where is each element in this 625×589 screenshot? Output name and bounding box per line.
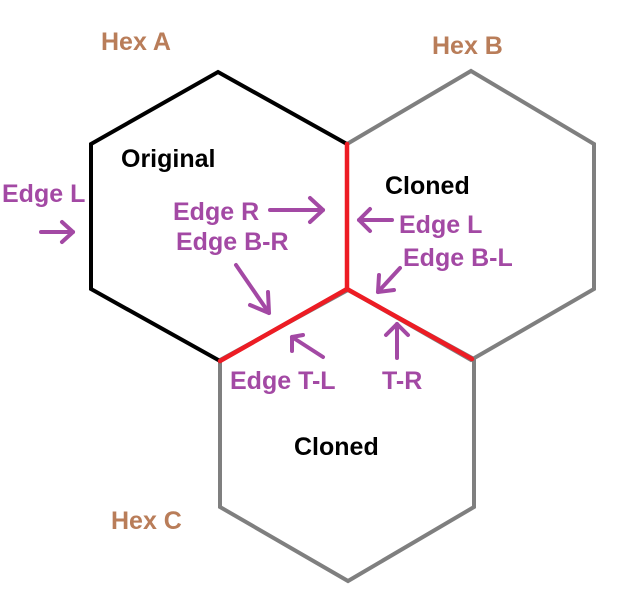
shared-edge-b-c: [344, 286, 475, 362]
hex-a-title: Hex A: [101, 28, 171, 56]
hex-c-label: Cloned: [294, 433, 379, 461]
arrow-a-left: [39, 220, 75, 244]
edge-label-b-left: Edge L: [399, 211, 482, 239]
edge-label-c-top-right: T-R: [382, 367, 422, 395]
arrow-b-bottom-left: [376, 266, 402, 294]
edge-label-a-left: Edge L: [2, 180, 85, 208]
hex-c-title: Hex C: [111, 507, 182, 535]
edge-label-a-bottom-right: Edge B-R: [176, 228, 289, 256]
arrow-a-right: [268, 196, 325, 224]
hex-b-title: Hex B: [432, 32, 503, 60]
hex-a-label: Original: [121, 145, 215, 173]
edge-label-a-right: Edge R: [173, 198, 259, 226]
edge-label-c-top-left: Edge T-L: [230, 367, 336, 395]
hex-b-label: Cloned: [385, 172, 470, 200]
arrow-c-top-right: [384, 322, 410, 360]
shared-edge-a-c: [217, 286, 350, 364]
arrow-a-bottom-right: [234, 263, 271, 315]
arrow-c-top-left: [290, 333, 325, 359]
edge-label-b-bottom-left: Edge B-L: [403, 244, 513, 272]
arrow-b-left: [357, 207, 394, 233]
